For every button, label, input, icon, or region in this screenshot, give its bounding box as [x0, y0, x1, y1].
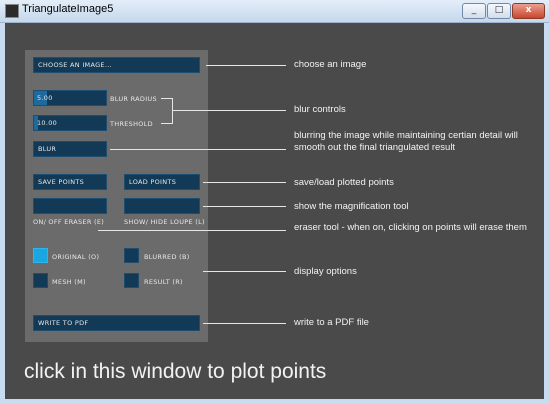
blurred-label: BLURRED (B) — [144, 253, 190, 261]
write-pdf-annotation: write to a PDF file — [294, 317, 369, 328]
threshold-connector — [161, 123, 173, 124]
eraser-label: ON/ OFF ERASER (E) — [33, 218, 105, 226]
mesh-checkbox[interactable] — [33, 273, 48, 288]
choose-image-annotation: choose an image — [294, 59, 367, 70]
blurred-checkbox[interactable] — [124, 248, 139, 263]
loupe-connector — [203, 206, 286, 207]
mesh-label: MESH (M) — [52, 278, 86, 286]
blur-bracket — [172, 98, 173, 124]
display-options-annotation: display options — [294, 266, 357, 277]
maximize-button[interactable]: □ — [487, 3, 511, 19]
window-title: TriangulateImage5 — [22, 3, 114, 15]
save-load-connector — [203, 182, 286, 183]
blur-explanation-annotation: blurring the image while maintaining cer… — [294, 130, 518, 153]
threshold-label: THRESHOLD — [110, 120, 153, 128]
threshold-fill — [34, 116, 38, 130]
blur-radius-label: BLUR RADIUS — [110, 95, 157, 103]
close-button[interactable]: x — [512, 3, 545, 19]
eraser-annotation: eraser tool - when on, clicking on point… — [294, 222, 527, 233]
choose-image-button[interactable]: CHOOSE AN IMAGE... — [33, 57, 200, 73]
blur-button[interactable]: BLUR — [33, 141, 107, 157]
original-checkbox[interactable] — [33, 248, 48, 263]
blur-controls-connector — [172, 110, 286, 111]
eraser-toggle[interactable] — [33, 198, 107, 214]
blur-radius-fill — [34, 91, 47, 105]
magnification-annotation: show the magnification tool — [294, 201, 409, 212]
write-pdf-connector — [203, 323, 286, 324]
loupe-label: SHOW/ HIDE LOUPE (L) — [124, 218, 205, 226]
blur-radius-connector — [161, 98, 173, 99]
save-load-annotation: save/load plotted points — [294, 177, 394, 188]
original-label: ORIGINAL (O) — [52, 253, 100, 261]
blur-controls-annotation: blur controls — [294, 104, 346, 115]
save-points-button[interactable]: SAVE POINTS — [33, 174, 107, 190]
display-options-connector — [203, 271, 286, 272]
minimize-button[interactable]: _ — [462, 3, 486, 19]
write-pdf-button[interactable]: WRITE TO PDF — [33, 315, 200, 331]
title-bar[interactable]: TriangulateImage5 _ □ x — [0, 0, 549, 23]
blur-radius-value: 5.00 — [37, 94, 53, 102]
plot-points-hint: click in this window to plot points — [24, 360, 327, 383]
blur-button-connector — [110, 149, 286, 150]
threshold-value: 10.00 — [37, 119, 58, 127]
app-icon — [5, 4, 19, 18]
choose-image-connector — [206, 65, 286, 66]
eraser-connector — [98, 230, 286, 231]
loupe-toggle[interactable] — [124, 198, 200, 214]
threshold-slider[interactable]: 10.00 — [33, 115, 107, 131]
result-checkbox[interactable] — [124, 273, 139, 288]
result-label: RESULT (R) — [144, 278, 183, 286]
blur-radius-slider[interactable]: 5.00 — [33, 90, 107, 106]
load-points-button[interactable]: LOAD POINTS — [124, 174, 200, 190]
